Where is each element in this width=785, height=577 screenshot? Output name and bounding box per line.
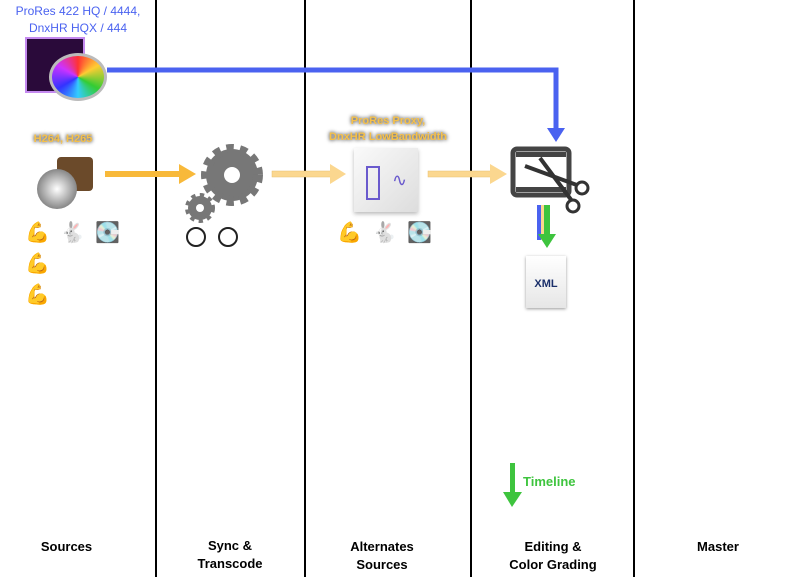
column-divider: [633, 0, 635, 577]
label-line: Transcode: [197, 556, 263, 571]
master-formats-label: ProRes 422 HQ / 4444, DnxHR HQX / 444: [0, 3, 156, 37]
sync-to-alternates-arrow: [271, 164, 346, 184]
format-line: ProRes 422 HQ / 4444,: [15, 4, 141, 18]
proxy-formats-label: ProRes Proxy, DnxHR LowBandwidth: [305, 113, 471, 145]
column-label-editing: Editing & Color Grading: [472, 538, 634, 574]
label-line: Sources: [356, 557, 408, 572]
column-divider: [470, 0, 472, 577]
timeline-label: Timeline: [523, 474, 576, 489]
camera-formats-label: H264, H265: [33, 133, 93, 145]
label-line: Sync &: [207, 538, 253, 553]
label-line: Color Grading: [509, 557, 597, 572]
timeline-arrow: [503, 463, 522, 507]
proxy-cube-icon: ∿: [354, 148, 418, 212]
sync-clock-icon: [186, 227, 206, 247]
strength-icon: 💪: [337, 222, 362, 244]
film-scissors-edit-icon: [510, 146, 590, 214]
hard-drive-icon: 💽: [407, 222, 432, 244]
column-divider: [304, 0, 306, 577]
media-file-icon: [35, 155, 93, 210]
label-line: Editing &: [524, 539, 582, 554]
hard-drive-icon: 💽: [95, 222, 120, 244]
format-line: ProRes Proxy,: [350, 115, 426, 127]
after-effects-motion-app-icon: [25, 37, 107, 101]
label-line: Master: [697, 539, 739, 554]
master-path-arrow: [107, 67, 559, 130]
column-divider: [155, 0, 157, 577]
label-line: Sources: [40, 539, 93, 554]
camera-to-sync-arrow: [105, 164, 196, 184]
strength-icon: 💪: [25, 253, 50, 275]
alternates-to-editing-arrow: [427, 164, 507, 184]
export-xml-arrow: [537, 205, 556, 248]
rabbit-speed-icon: 🐇: [60, 222, 85, 244]
column-label-sync-transcode: Sync & Transcode: [155, 537, 305, 573]
label-line: Alternates: [350, 539, 414, 554]
column-label-sources: Sources: [0, 538, 133, 556]
rabbit-speed-icon: 🐇: [372, 222, 397, 244]
gears-icon: [185, 144, 263, 247]
sync-clock-icon: [218, 227, 238, 247]
xml-label: XML: [534, 278, 558, 290]
strength-icon: 💪: [25, 284, 50, 306]
xml-file-icon: XML: [526, 256, 566, 308]
strength-icon: 💪: [25, 222, 50, 244]
format-line: DnxHR HQX / 444: [28, 21, 128, 35]
format-line: DnxHR LowBandwidth: [329, 131, 447, 143]
column-label-master: Master: [643, 538, 785, 556]
